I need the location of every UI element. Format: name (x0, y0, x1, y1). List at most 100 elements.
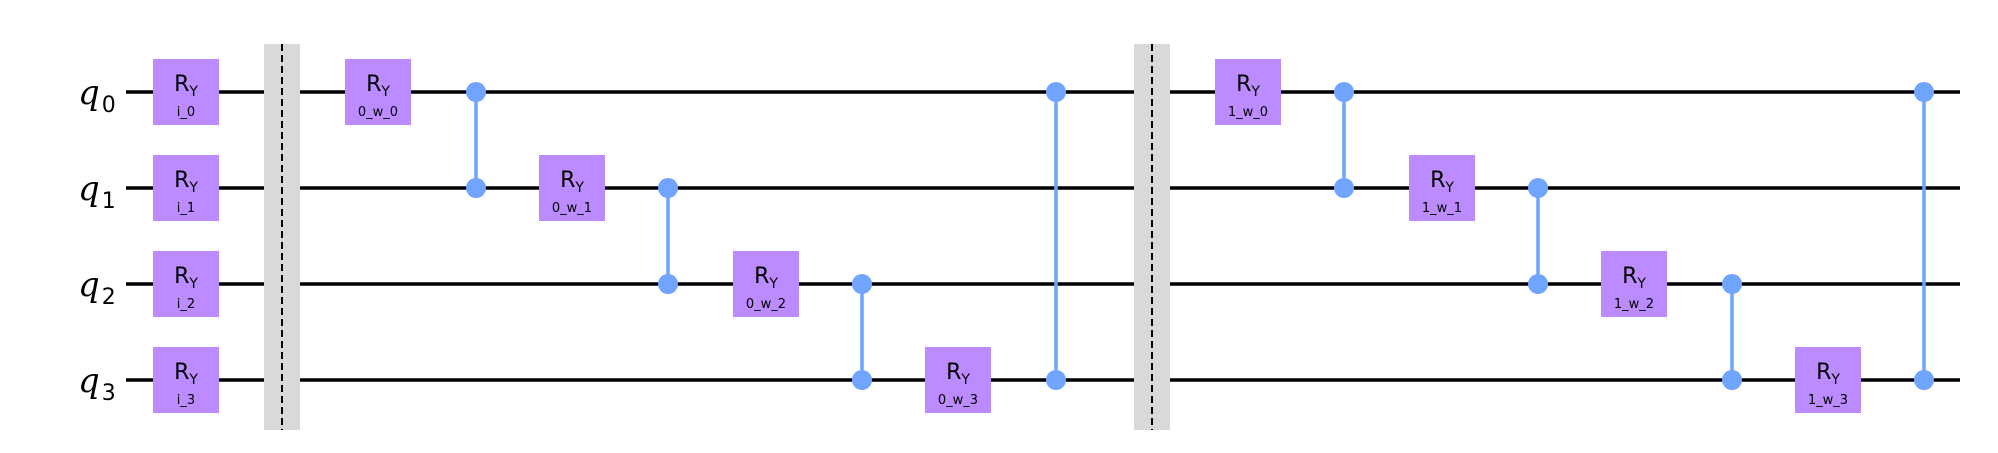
ry-gate-subscript: Y (1444, 180, 1454, 196)
ry-gate-box (153, 251, 219, 317)
ry-gate-subscript: Y (768, 276, 778, 292)
qubit-label-index: 1 (102, 189, 116, 214)
qubit-label-0: q0 (78, 73, 116, 118)
qubit-label-name: q (78, 169, 100, 209)
cz-control-dot (1334, 178, 1354, 198)
ry-gate-box (153, 347, 219, 413)
cz-control-dot (466, 178, 486, 198)
qubit-label-3: q3 (78, 361, 116, 406)
ry-gate-1_w_1: RY 1_w_1 (1409, 155, 1475, 221)
cz-control-dot (1334, 82, 1354, 102)
ry-gate-parameter: 1_w_0 (1228, 105, 1268, 120)
ry-gate-label: RY (174, 168, 198, 196)
ry-gate-subscript: Y (188, 276, 198, 292)
cz-control-dot (658, 274, 678, 294)
ry-gate-i_0: RYi_0 (153, 59, 219, 125)
cz-control-dot (1722, 274, 1742, 294)
ry-gate-box (1409, 155, 1475, 221)
qubit-label-2: q2 (78, 265, 116, 310)
ry-gate-label: RY (1816, 360, 1840, 388)
ry-gate-i_1: RYi_1 (153, 155, 219, 221)
ry-gate-label: RY (946, 360, 970, 388)
ry-gate-i_3: RYi_3 (153, 347, 219, 413)
ry-gate-subscript: Y (188, 180, 198, 196)
ry-gate-box (345, 59, 411, 125)
ry-gate-name: R (946, 360, 961, 385)
ry-gate-label: RY (1430, 168, 1454, 196)
ry-gate-label: RY (1622, 264, 1646, 292)
qubit-wires (126, 90, 1960, 382)
ry-gate-name: R (560, 168, 575, 193)
qubit-label-index: 0 (102, 93, 116, 118)
ry-gate-name: R (1622, 264, 1637, 289)
cz-control-dot (1046, 82, 1066, 102)
barriers (264, 44, 1170, 430)
ry-gate-parameter: 0_w_0 (358, 105, 398, 120)
ry-gate-parameter: i_0 (177, 105, 195, 120)
cz-control-dot (1528, 178, 1548, 198)
qubit-label-index: 3 (102, 381, 116, 406)
ry-gate-subscript: Y (960, 372, 970, 388)
ry-gate-parameter: 1_w_3 (1808, 393, 1848, 408)
ry-gate-0_w_1: RY 0_w_1 (539, 155, 605, 221)
ry-gate-0_w_0: RY 0_w_0 (345, 59, 411, 125)
ry-gates: RYi_0RYi_1RYi_2RYi_3RY0_w_0RY0_w_1RY0_w_… (153, 59, 1861, 413)
qubit-label-index: 2 (102, 285, 116, 310)
cz-control-dot (658, 178, 678, 198)
cz-control-dot (1914, 370, 1934, 390)
qubit-label-1: q1 (78, 169, 116, 214)
ry-gate-0_w_2: RY 0_w_2 (733, 251, 799, 317)
ry-gate-subscript: Y (1830, 372, 1840, 388)
ry-gate-parameter: 1_w_2 (1614, 297, 1654, 312)
ry-gate-subscript: Y (188, 84, 198, 100)
ry-gate-subscript: Y (188, 372, 198, 388)
ry-gate-parameter: 0_w_2 (746, 297, 786, 312)
ry-gate-name: R (174, 264, 189, 289)
ry-gate-parameter: 0_w_1 (552, 201, 592, 216)
cz-control-dot (1914, 82, 1934, 102)
ry-gate-label: RY (174, 360, 198, 388)
ry-gate-box (153, 155, 219, 221)
cz-control-dot (1528, 274, 1548, 294)
ry-gate-subscript: Y (1250, 84, 1260, 100)
ry-gate-name: R (366, 72, 381, 97)
ry-gate-parameter: i_3 (177, 393, 195, 408)
ry-gate-box (153, 59, 219, 125)
ry-gate-label: RY (560, 168, 584, 196)
cz-control-dot (1046, 370, 1066, 390)
qubit-label-name: q (78, 361, 100, 401)
ry-gate-parameter: i_2 (177, 297, 195, 312)
cz-control-dot (466, 82, 486, 102)
ry-gate-name: R (174, 72, 189, 97)
ry-gate-1_w_3: RY 1_w_3 (1795, 347, 1861, 413)
ry-gate-subscript: Y (1636, 276, 1646, 292)
ry-gate-name: R (1236, 72, 1251, 97)
ry-gate-subscript: Y (574, 180, 584, 196)
ry-gate-box (925, 347, 991, 413)
ry-gate-name: R (174, 168, 189, 193)
qubit-label-name: q (78, 265, 100, 305)
ry-gate-label: RY (174, 72, 198, 100)
ry-gate-box (1215, 59, 1281, 125)
ry-gate-parameter: 1_w_1 (1422, 201, 1462, 216)
ry-gate-name: R (754, 264, 769, 289)
ry-gate-label: RY (1236, 72, 1260, 100)
ry-gate-box (733, 251, 799, 317)
ry-gate-name: R (174, 360, 189, 385)
ry-gate-1_w_2: RY 1_w_2 (1601, 251, 1667, 317)
ry-gate-0_w_3: RY0_w_3 (925, 347, 991, 413)
ry-gate-name: R (1816, 360, 1831, 385)
ry-gate-box (539, 155, 605, 221)
ry-gate-i_2: RYi_2 (153, 251, 219, 317)
ry-gate-subscript: Y (380, 84, 390, 100)
cz-control-dot (852, 274, 872, 294)
ry-gate-box (1601, 251, 1667, 317)
ry-gate-box (1795, 347, 1861, 413)
ry-gate-1_w_0: RY 1_w_0 (1215, 59, 1281, 125)
ry-gate-label: RY (754, 264, 778, 292)
cz-control-dot (852, 370, 872, 390)
qubit-label-name: q (78, 73, 100, 113)
ry-gate-label: RY (174, 264, 198, 292)
